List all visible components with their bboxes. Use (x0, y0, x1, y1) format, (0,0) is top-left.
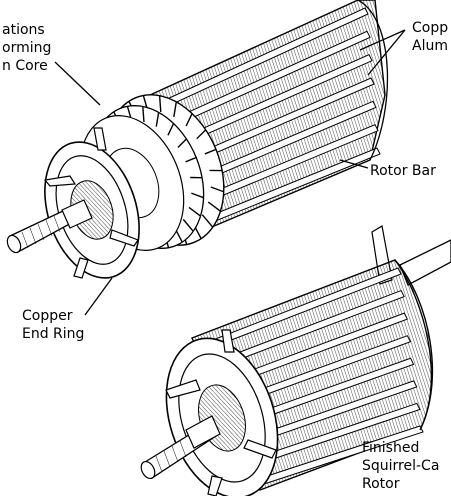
copper-end-ring-top (43, 127, 140, 279)
label-finished-1: Finished (362, 440, 419, 456)
lamination-tooth (158, 95, 162, 113)
copper-end-ring-bottom (165, 329, 279, 496)
label-copper-2: Alum (412, 38, 448, 54)
lamination-tooth (182, 218, 194, 232)
lamination-tooth (191, 192, 204, 199)
finished-rotor (140, 225, 451, 496)
label-rotor-bars: Rotor Bar (370, 163, 436, 179)
lamination-tooth (177, 138, 187, 148)
lamination-tooth (196, 129, 207, 140)
lamination-tooth (201, 214, 214, 228)
lamination-tooth (185, 113, 193, 127)
exploded-rotor (6, 0, 389, 279)
shaft-bottom (140, 415, 221, 480)
lamination-tooth (207, 201, 221, 212)
label-finished-2: Squirrel-Ca (362, 458, 439, 474)
label-laminations-2: orming (2, 40, 51, 56)
rotor-bars-top (164, 7, 381, 225)
shaft-top (6, 199, 93, 254)
rotor-bars-bottom (199, 267, 424, 487)
label-end-ring-1: Copper (22, 308, 73, 324)
lamination-tooth (155, 112, 160, 127)
label-laminations-1: ations (2, 22, 45, 38)
label-end-ring-2: End Ring (22, 326, 84, 342)
leader-lines (54, 29, 406, 316)
label-laminations-3: n Core (2, 58, 48, 74)
label-finished-3: Rotor (362, 476, 400, 492)
lamination-tooth (142, 106, 145, 123)
lamination-tooth (210, 186, 224, 193)
label-copper-1: Copp (412, 20, 448, 36)
labels: ations orming n Core Copp Alum Rotor Bar… (2, 20, 448, 492)
lamination-tooth (204, 148, 217, 155)
lamination-tooth (173, 101, 178, 117)
lamination-tooth (188, 206, 201, 217)
lamination-tooth (167, 123, 175, 136)
lamination-tooth (185, 156, 197, 163)
